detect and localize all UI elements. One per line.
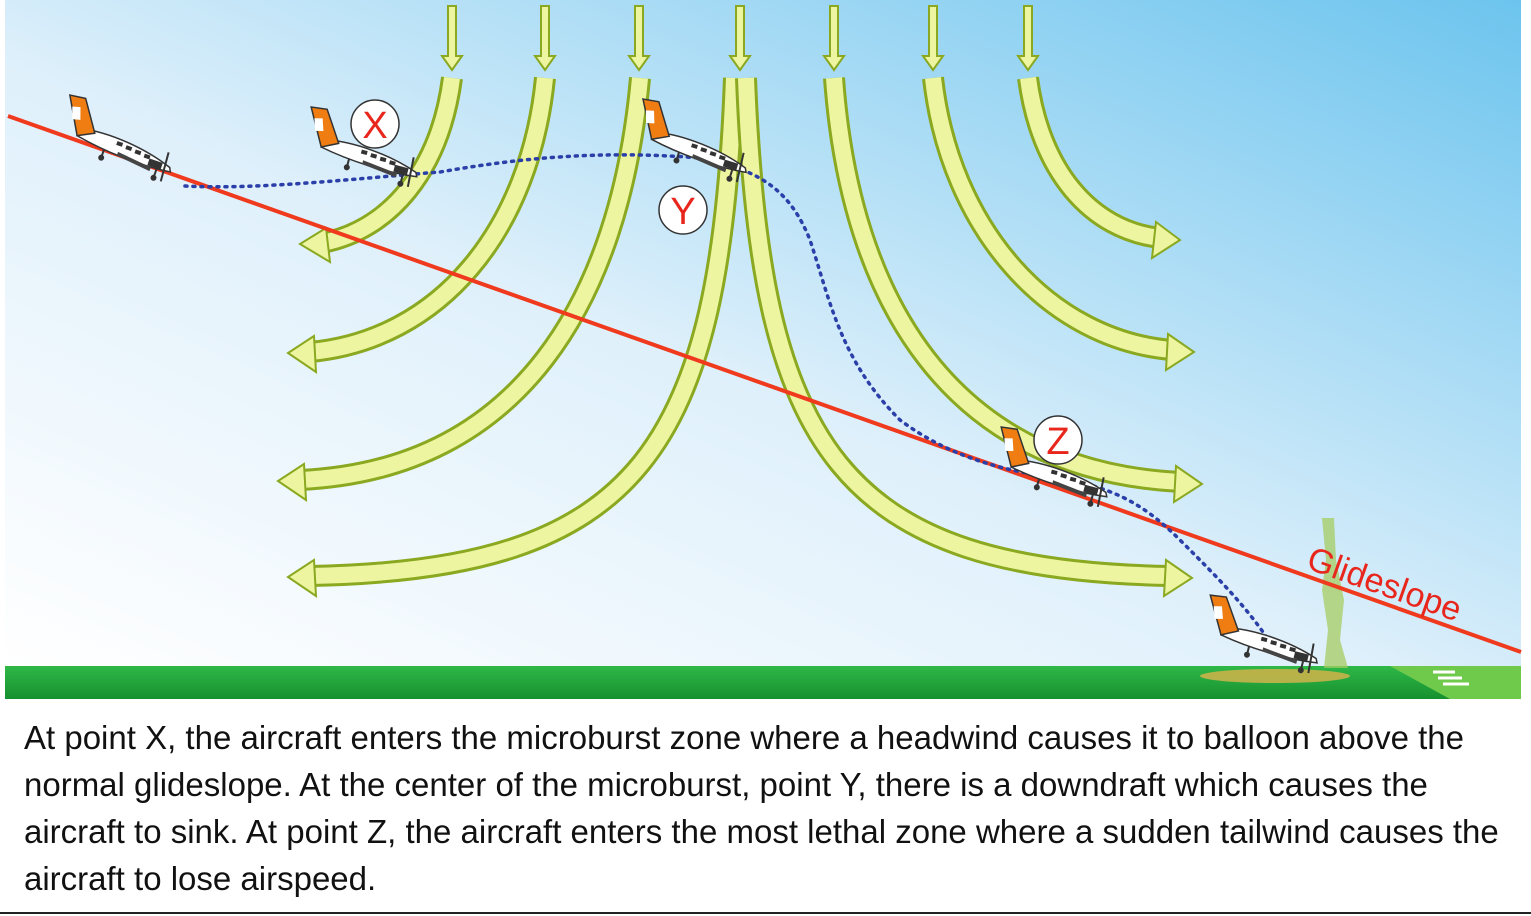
downdraft-arrow-4 (728, 5, 752, 72)
crash-site (1200, 669, 1350, 683)
marker-x: X (350, 99, 400, 149)
downdraft-arrows (440, 5, 1040, 72)
arrowhead-left-4 (286, 558, 318, 598)
arrowhead-right-2 (1164, 332, 1196, 372)
arrowhead-right-3 (1172, 464, 1204, 504)
microburst-diagram: Glideslope X Y Z (5, 0, 1522, 699)
runway-markings (1433, 670, 1469, 686)
downdraft-arrow-1 (440, 5, 464, 72)
diagram-caption: At point X, the aircraft enters the micr… (24, 719, 1499, 897)
arrowhead-left-1 (298, 226, 332, 264)
sky-background (5, 0, 1521, 666)
bottom-divider (0, 912, 1531, 914)
downdraft-arrow-5 (822, 5, 846, 72)
glideslope-line (7, 114, 1522, 654)
downdraft-arrow-7 (1016, 5, 1040, 72)
downdraft-arrow-6 (921, 5, 945, 72)
downdraft-arrow-3 (627, 5, 651, 72)
arrowhead-right-4 (1162, 558, 1194, 598)
svg-text:Z: Z (1046, 421, 1069, 463)
svg-text:X: X (362, 105, 387, 147)
outflow-arrowheads (276, 220, 1204, 598)
marker-z: Z (1033, 415, 1083, 465)
downdraft-arrow-2 (533, 5, 557, 72)
arrowhead-left-3 (276, 462, 308, 502)
arrowhead-right-1 (1150, 220, 1182, 260)
smoke-plume (1322, 518, 1348, 668)
marker-y: Y (658, 185, 708, 235)
wind-outflow (299, 76, 1181, 587)
flight-path (183, 153, 1277, 652)
svg-text:Y: Y (670, 191, 695, 233)
arrowhead-left-2 (286, 334, 318, 374)
